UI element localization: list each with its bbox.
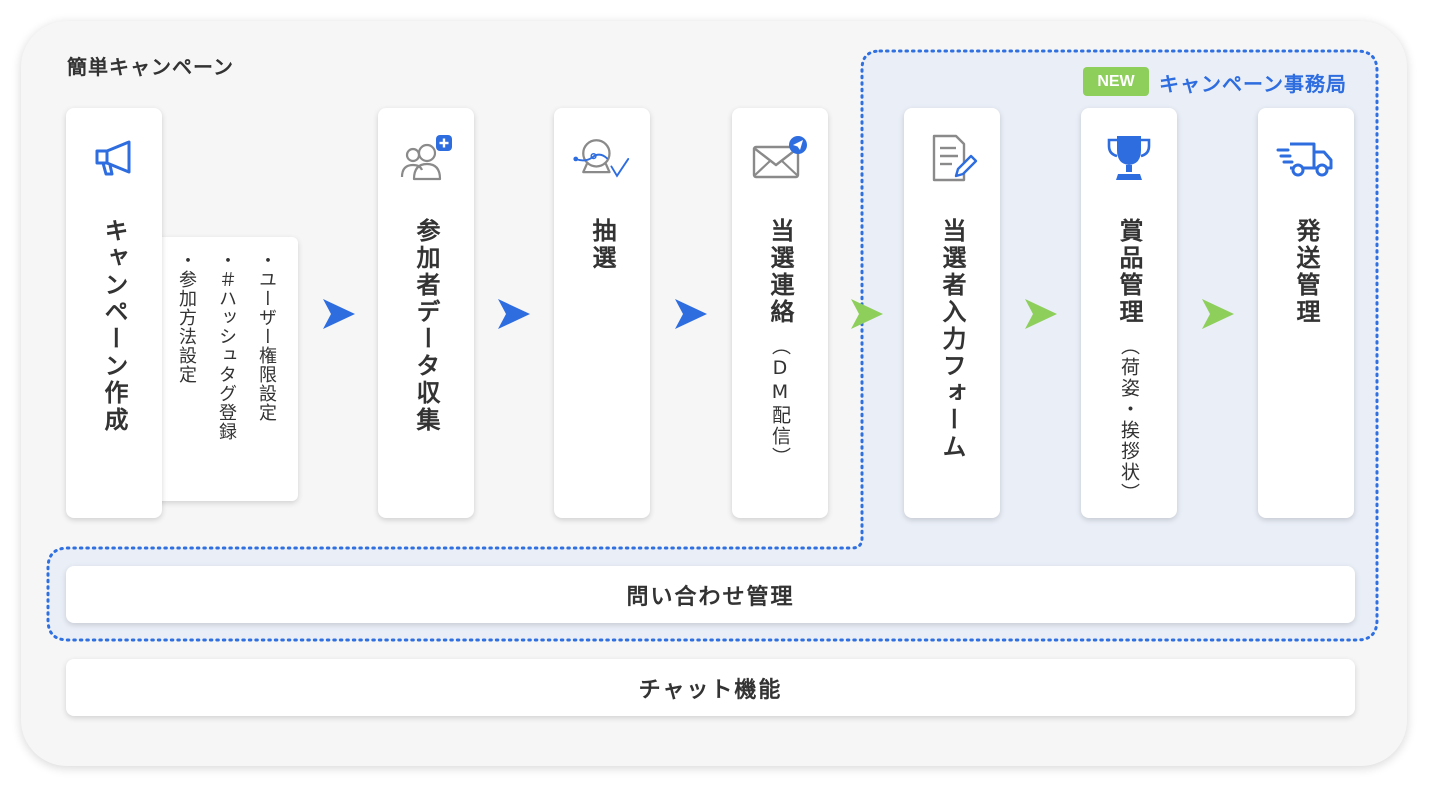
flow-arrow-icon xyxy=(498,299,530,329)
card-shipping[interactable]: 発送管理 xyxy=(1258,108,1354,518)
flow-arrow-icon xyxy=(323,299,355,329)
megaphone-icon xyxy=(84,130,144,186)
card-label: 参加者データ収集 xyxy=(412,218,440,434)
chat-feature-bar[interactable]: チャット機能 xyxy=(66,659,1355,716)
card-label-sub: （荷姿・挨拶状） xyxy=(1118,336,1140,504)
flow-arrow-icon xyxy=(1202,299,1234,329)
card-label: 賞品管理 （荷姿・挨拶状） xyxy=(1115,218,1143,504)
card-label: キャンペーン作成 xyxy=(100,218,128,434)
new-badge: NEW xyxy=(1083,67,1149,96)
list-item: ・ユーザー権限設定 xyxy=(256,251,277,422)
card-label: 当選者入力フォーム xyxy=(938,218,966,461)
card-lottery[interactable]: 抽選 xyxy=(554,108,650,518)
campaign-setup-details-card: ・ユーザー権限設定 ・＃ハッシュタグ登録 ・参加方法設定 xyxy=(150,237,298,501)
mail-send-icon xyxy=(750,130,810,186)
flow-arrow-icon xyxy=(851,299,883,329)
card-label-main: 賞品管理 xyxy=(1115,218,1143,326)
card-campaign-create[interactable]: キャンペーン作成 xyxy=(66,108,162,518)
card-prize-management[interactable]: 賞品管理 （荷姿・挨拶状） xyxy=(1081,108,1177,518)
card-participant-data[interactable]: 参加者データ収集 xyxy=(378,108,474,518)
campaign-office-label: キャンペーン事務局 xyxy=(1159,72,1347,96)
card-label: 当選連絡 （DM配信） xyxy=(766,218,794,468)
lottery-icon xyxy=(572,130,632,186)
flow-arrow-icon xyxy=(1025,299,1057,329)
card-label: 抽選 xyxy=(588,218,616,272)
card-label: 発送管理 xyxy=(1292,218,1320,326)
trophy-icon xyxy=(1099,130,1159,186)
list-item: ・＃ハッシュタグ登録 xyxy=(216,251,237,441)
card-label-sub: （DM配信） xyxy=(769,336,791,468)
add-users-icon xyxy=(396,130,456,186)
flow-arrow-icon xyxy=(675,299,707,329)
inquiry-management-bar[interactable]: 問い合わせ管理 xyxy=(66,566,1355,623)
section-title: 簡単キャンペーン xyxy=(67,55,234,79)
card-label-main: 当選連絡 xyxy=(766,218,794,326)
card-winner-form[interactable]: 当選者入力フォーム xyxy=(904,108,1000,518)
card-winner-notify[interactable]: 当選連絡 （DM配信） xyxy=(732,108,828,518)
list-item: ・参加方法設定 xyxy=(176,251,197,384)
campaign-setup-list: ・ユーザー権限設定 ・＃ハッシュタグ登録 ・参加方法設定 xyxy=(166,251,286,441)
delivery-truck-icon xyxy=(1276,130,1336,186)
form-edit-icon xyxy=(922,130,982,186)
